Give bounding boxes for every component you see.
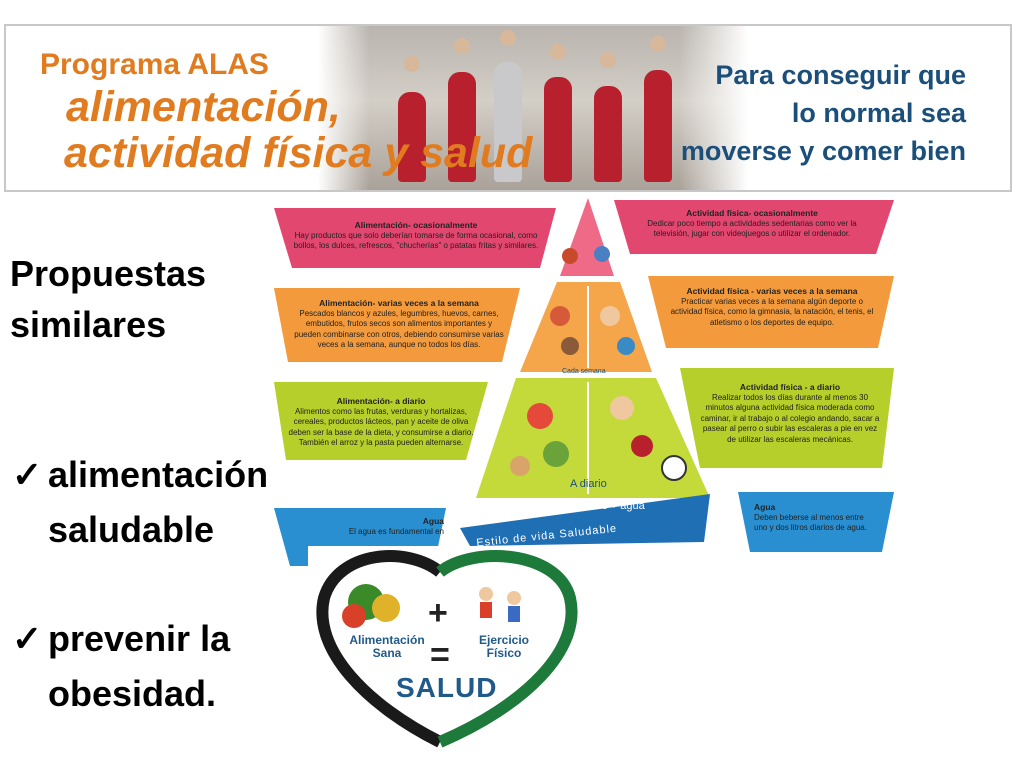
sweets-illustration — [562, 248, 578, 264]
water-right-title: Agua — [754, 502, 776, 512]
dog-walk-illustration — [631, 435, 653, 457]
water-right-text: Agua Deben beberse al menos entre uno y … — [754, 502, 874, 534]
banner-title-line: alimentación, — [66, 83, 341, 131]
bread-illustration — [510, 456, 530, 476]
box-food-weekly — [274, 288, 520, 362]
banner-title: alimentación, actividad física y salud — [64, 83, 533, 177]
water-band — [460, 494, 710, 546]
walker-head — [454, 38, 470, 54]
activity-occasional-desc: Dedicar poco tiempo a actividades sedent… — [647, 218, 857, 239]
walker-figure — [398, 92, 426, 182]
water-right-desc: Deben beberse al menos entre uno y dos l… — [754, 512, 867, 533]
food-weekly-title: Alimentación- varias veces a la semana — [319, 298, 479, 308]
walker-figure — [494, 62, 522, 182]
activity-occasional-text: Actividad física- ocasionalmente Dedicar… — [632, 208, 872, 240]
tier-label-daily: A diario — [570, 478, 607, 490]
activity-daily-desc: Realizar todos los días durante al menos… — [700, 392, 880, 444]
bullet-item: ✓ prevenir la obesidad. — [12, 611, 288, 721]
slide-heading: Propuestas similares — [10, 253, 207, 345]
bullet-text: alimentación saludable — [48, 454, 269, 550]
walker-figure — [448, 72, 476, 182]
tier-label-week: Cada semana — [562, 368, 606, 375]
walker-head — [650, 36, 666, 52]
meat-illustration — [550, 306, 570, 326]
walker-figure — [594, 86, 622, 182]
bullet-text: prevenir la obesidad. — [48, 618, 231, 714]
bullet-item: ✓alimentación saludable — [12, 447, 288, 557]
equals-icon: = — [430, 636, 450, 674]
box-activity-daily — [680, 368, 894, 468]
walking-illustration — [610, 396, 634, 420]
water-left-desc: El agua es fundamental en — [348, 526, 444, 536]
pyramid-graphic — [274, 198, 894, 566]
logo-salud-word: SALUD — [396, 672, 498, 703]
logo-exercise-label: Ejercicio Físico — [478, 633, 530, 660]
banner-slogan: Para conseguir que lo normal sea moverse… — [681, 56, 966, 170]
food-daily-desc: Alimentos como las frutas, verduras y ho… — [288, 406, 474, 448]
activity-weekly-desc: Practicar varias veces a la semana algún… — [670, 296, 874, 327]
box-water-right — [738, 492, 894, 552]
activity-daily-title: Actividad física - a diario — [739, 382, 841, 392]
pyramid-tier-middle — [520, 282, 652, 372]
walker-head — [600, 52, 616, 68]
box-activity-occasional — [614, 200, 894, 254]
food-weekly-desc: Pescados blancos y azules, legumbres, hu… — [294, 308, 504, 350]
activity-daily-text: Actividad física - a diario Realizar tod… — [700, 382, 880, 445]
logo-food-label: Alimentación Sana — [349, 633, 425, 660]
pyramid-tier-top — [560, 198, 614, 276]
slogan-line: lo normal sea — [791, 98, 966, 128]
food-daily-title: Alimentación- a diario — [336, 396, 426, 406]
food-occasional-desc: Hay productos que solo deberían tomarse … — [293, 230, 539, 251]
header-banner: Programa ALAS alimentación, actividad fí… — [4, 24, 1012, 192]
food-activity-pyramid: Alimentación- ocasionalmente Hay product… — [270, 196, 900, 570]
slogan-line: moverse y comer bien — [680, 136, 966, 166]
water-left-title: Agua — [422, 516, 444, 526]
sport-kid-illustration — [600, 306, 620, 326]
swimming-illustration — [617, 337, 635, 355]
banner-photo — [318, 26, 748, 190]
salud-heart-logo: Alimentación Sana Ejercicio Físico + = S… — [308, 546, 586, 750]
bicycle-illustration — [661, 455, 687, 481]
tv-illustration — [594, 246, 610, 262]
walker-figure — [644, 70, 672, 182]
food-occasional-title: Alimentación- ocasionalmente — [354, 220, 478, 230]
walker-head — [500, 30, 516, 46]
program-name: Programa ALAS — [40, 48, 269, 81]
vegetables-illustration — [543, 441, 569, 467]
food-weekly-text: Alimentación- varias veces a la semana P… — [294, 298, 504, 351]
checkmark-icon: ✓ — [12, 454, 43, 495]
activity-occasional-title: Actividad física- ocasionalmente — [686, 208, 818, 218]
slogan-line: Para conseguir que — [715, 60, 966, 90]
activity-weekly-text: Actividad física - varias veces a la sem… — [668, 286, 876, 328]
walker-head — [550, 44, 566, 60]
banner-title-line: actividad física y salud — [64, 129, 533, 177]
plus-icon: + — [428, 594, 448, 632]
fruits-illustration — [527, 403, 553, 429]
activity-weekly-title: Actividad física - varias veces a la sem… — [686, 286, 858, 296]
walker-head — [404, 56, 420, 72]
food-daily-text: Alimentación- a diario Alimentos como la… — [288, 396, 474, 449]
walker-figure — [544, 77, 572, 182]
water-band-label: Bebe + agua — [582, 500, 645, 512]
box-activity-weekly — [648, 276, 894, 348]
food-occasional-text: Alimentación- ocasionalmente Hay product… — [292, 220, 540, 252]
box-food-daily — [274, 382, 488, 460]
box-food-occasional — [274, 208, 556, 268]
eggs-illustration — [561, 337, 579, 355]
checkmark-icon: ✓ — [12, 618, 43, 659]
water-left-text: Agua El agua es fundamental en — [324, 516, 444, 537]
heart-icon — [316, 550, 578, 748]
